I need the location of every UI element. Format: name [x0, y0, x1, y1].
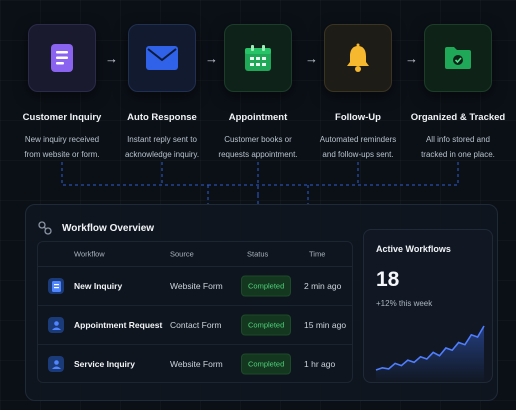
step-desc-line: Customer books or	[224, 135, 292, 144]
trend-line	[375, 325, 485, 371]
step-title: Follow-Up	[335, 112, 381, 123]
workflow-name: Service Inquiry	[74, 359, 135, 369]
step-tile	[324, 24, 392, 92]
workflow-table: Workflow Source Status Time New Inquiry …	[37, 241, 353, 383]
column-header-source[interactable]: Source	[170, 249, 194, 259]
step-tile	[224, 24, 292, 92]
user-icon	[48, 356, 64, 372]
table-row[interactable]: Service Inquiry Website Form Completed 1…	[38, 345, 352, 382]
workflow-name: Appointment Request	[74, 320, 163, 330]
trend-area	[376, 326, 484, 382]
table-header: Workflow Source Status Time	[38, 242, 352, 267]
step-tile	[28, 24, 96, 92]
folder-check-icon	[445, 47, 471, 69]
status-badge: Completed	[241, 353, 292, 375]
step-tile	[128, 24, 196, 92]
step-title: Appointment	[228, 112, 288, 123]
step-organized-tracked[interactable]: Organized & Tracked All info stored and …	[408, 24, 508, 162]
table-row[interactable]: Appointment Request Contact Form Complet…	[38, 306, 352, 345]
column-header-status[interactable]: Status	[247, 249, 269, 259]
step-appointment[interactable]: Appointment Customer books or requests a…	[208, 24, 308, 162]
step-desc-line: All info stored and	[425, 135, 491, 144]
workflow-time: 1 hr ago	[304, 359, 336, 369]
bell-icon	[347, 43, 369, 72]
workflow-source: Website Form	[170, 281, 223, 291]
envelope-icon	[146, 46, 178, 70]
step-title: Customer Inquiry	[22, 112, 102, 123]
column-header-workflow[interactable]: Workflow	[74, 249, 105, 259]
step-description: Instant reply sent to acknowledge inquir…	[112, 132, 212, 162]
step-customer-inquiry[interactable]: Customer Inquiry New inquiry received fr…	[12, 24, 112, 162]
step-desc-line: requests appointment.	[218, 150, 298, 159]
arrow-icon: →	[305, 51, 318, 66]
step-desc-line: New inquiry received	[24, 135, 100, 144]
step-description: All info stored and tracked in one place…	[408, 132, 508, 162]
workflow-steps: Customer Inquiry New inquiry received fr…	[0, 0, 516, 200]
workflow-overview-panel: Workflow Overview Workflow Source Status…	[25, 204, 498, 401]
workflow-source: Contact Form	[170, 320, 222, 330]
workflow-time: 15 min ago	[304, 320, 347, 330]
step-desc-line: Automated reminders	[319, 135, 397, 144]
calendar-icon	[245, 45, 271, 71]
active-workflows-card: Active Workflows 18 +12% this week	[363, 229, 493, 383]
trend-chart	[375, 325, 485, 382]
table-row[interactable]: New Inquiry Website Form Completed 2 min…	[38, 267, 352, 306]
flow-connectors	[61, 162, 459, 204]
step-title: Organized & Tracked	[410, 112, 506, 123]
workflow-source: Website Form	[170, 359, 223, 369]
column-header-time[interactable]: Time	[309, 249, 326, 259]
step-desc-line: and follow-ups sent.	[322, 150, 394, 159]
document-icon	[48, 278, 64, 294]
status-badge: Completed	[241, 314, 292, 336]
step-title: Auto Response	[127, 112, 197, 123]
document-icon	[51, 44, 73, 72]
step-auto-response[interactable]: Auto Response Instant reply sent to ackn…	[112, 24, 212, 162]
status-badge: Completed	[241, 275, 292, 297]
arrow-icon: →	[205, 51, 218, 66]
step-desc-line: Instant reply sent to	[127, 135, 197, 144]
step-tile	[424, 24, 492, 92]
arrow-icon: →	[105, 51, 118, 66]
workflow-name: New Inquiry	[74, 281, 123, 291]
step-desc-line: from website or form.	[24, 150, 100, 159]
card-title: Active Workflows	[376, 244, 451, 254]
step-follow-up[interactable]: Follow-Up Automated reminders and follow…	[308, 24, 408, 162]
step-desc-line: acknowledge inquiry.	[124, 150, 200, 159]
step-description: New inquiry received from website or for…	[12, 132, 112, 162]
panel-title: Workflow Overview	[62, 222, 155, 234]
panel-header: Workflow Overview	[38, 221, 154, 235]
step-description: Automated reminders and follow-ups sent.	[308, 132, 408, 162]
step-desc-line: tracked in one place.	[421, 150, 495, 159]
arrow-icon: →	[405, 51, 418, 66]
step-description: Customer books or requests appointment.	[208, 132, 308, 162]
weekly-change: +12% this week	[376, 299, 433, 308]
workflow-icon	[38, 221, 52, 235]
workflow-time: 2 min ago	[304, 281, 342, 291]
user-card-icon	[48, 317, 64, 333]
active-workflows-count: 18	[376, 268, 400, 291]
